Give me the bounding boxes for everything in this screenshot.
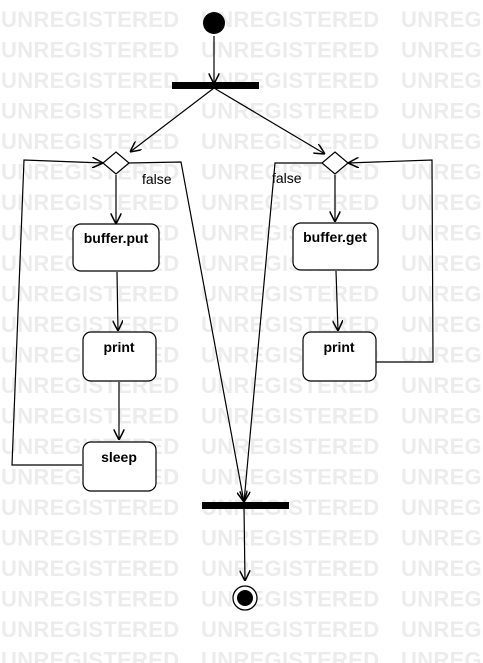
watermark-text: UNREGISTERED bbox=[1, 38, 179, 63]
watermark-text: UNREGISTERED bbox=[401, 7, 483, 32]
watermark-text: UNREGISTERED bbox=[401, 251, 483, 276]
watermark-text: UNREGISTERED bbox=[401, 129, 483, 154]
watermark-text: UNREGISTERED bbox=[401, 495, 483, 520]
watermark-text: UNREGISTERED bbox=[401, 556, 483, 581]
watermark-text: UNREGISTERED bbox=[201, 465, 379, 490]
edge-join-to-final bbox=[244, 506, 245, 581]
left-false-guard: false bbox=[142, 171, 172, 187]
watermark-text: UNREGISTERED bbox=[401, 190, 483, 215]
watermark-text: UNREGISTERED bbox=[401, 38, 483, 63]
initial-node[interactable] bbox=[203, 12, 225, 34]
watermark-text: UNREGISTERED bbox=[201, 434, 379, 459]
fork-bar[interactable] bbox=[172, 82, 259, 89]
watermark-layer: UNREGISTERED UNREGISTERED UNREGISTERED UNRE… bbox=[1, 7, 483, 663]
action-print-left-label: print bbox=[103, 339, 134, 355]
watermark-text: UNREGISTERED bbox=[1, 160, 179, 185]
watermark-text: UNREGISTERED bbox=[1, 617, 179, 642]
action-buffer-get[interactable]: buffer.get bbox=[292, 222, 379, 271]
edge-right-decision-false bbox=[244, 162, 322, 502]
watermark-text: UNREGISTERED bbox=[201, 7, 379, 32]
edge-fork-to-left-decision bbox=[130, 87, 215, 152]
watermark-text: UNREGISTERED bbox=[401, 434, 483, 459]
watermark-text: UNREGISTERED bbox=[1, 129, 179, 154]
watermark-text: UNREGISTERED bbox=[401, 587, 483, 612]
watermark-text: UNREGISTERED bbox=[401, 648, 483, 663]
watermark-text: UNREGISTERED bbox=[201, 99, 379, 124]
watermark-text: UNREGISTERED bbox=[1, 7, 179, 32]
watermark-text: UNREGISTERED bbox=[1, 404, 179, 429]
watermark-text: UNREGISTERED bbox=[401, 465, 483, 490]
edges bbox=[11, 36, 434, 581]
watermark-text: UNREGISTERED bbox=[401, 68, 483, 93]
watermark-text: UNREGISTERED bbox=[401, 617, 483, 642]
watermark-text: UNREGISTERED bbox=[401, 99, 483, 124]
action-print-right-label: print bbox=[323, 339, 354, 355]
watermark-text: UNREGISTERED bbox=[201, 38, 379, 63]
watermark-text: UNREGISTERED bbox=[1, 190, 179, 215]
edge-left-decision-false bbox=[128, 161, 244, 502]
watermark-text: UNREGISTERED bbox=[1, 282, 179, 307]
watermark-text: UNREGISTERED bbox=[201, 404, 379, 429]
watermark-text: UNREGISTERED bbox=[401, 160, 483, 185]
watermark-text: UNREGISTERED bbox=[1, 495, 179, 520]
action-buffer-put[interactable]: buffer.put bbox=[72, 223, 160, 272]
edge-sleep-loop-back bbox=[11, 160, 103, 466]
edge-print-loop-back bbox=[348, 160, 434, 363]
watermark-text: UNREGISTERED bbox=[201, 190, 379, 215]
final-node[interactable] bbox=[232, 585, 258, 611]
action-sleep-label: sleep bbox=[101, 449, 137, 465]
watermark-text: UNREGISTERED bbox=[401, 526, 483, 551]
action-print-left[interactable]: print bbox=[82, 331, 157, 382]
watermark-text: UNREGISTERED bbox=[1, 99, 179, 124]
watermark-text: UNREGISTERED bbox=[201, 556, 379, 581]
watermark-text: UNREGISTERED bbox=[201, 648, 379, 663]
watermark-text: UNREGISTERED bbox=[1, 648, 179, 663]
watermark-text: UNREGISTERED bbox=[201, 68, 379, 93]
watermark-text: UNREGISTERED bbox=[201, 282, 379, 307]
action-print-right[interactable]: print bbox=[302, 331, 377, 382]
watermark-text: UNREGISTERED bbox=[401, 373, 483, 398]
watermark-text: UNREGISTERED bbox=[1, 556, 179, 581]
action-sleep[interactable]: sleep bbox=[82, 441, 157, 492]
action-buffer-put-label: buffer.put bbox=[84, 230, 149, 246]
action-buffer-get-label: buffer.get bbox=[303, 229, 367, 245]
left-decision-node[interactable] bbox=[102, 151, 130, 175]
watermark-text: UNREGISTERED bbox=[201, 526, 379, 551]
right-decision-node[interactable] bbox=[321, 151, 349, 175]
edge-put-to-print bbox=[117, 271, 118, 331]
watermark-text: UNREGISTERED bbox=[401, 343, 483, 368]
watermark-text: UNREGISTERED bbox=[201, 587, 379, 612]
edge-get-to-print bbox=[336, 270, 338, 331]
right-false-guard: false bbox=[272, 170, 302, 186]
edge-fork-to-right-decision bbox=[213, 87, 325, 154]
watermark-text: UNREGISTERED bbox=[201, 617, 379, 642]
watermark-text: UNREGISTERED bbox=[401, 312, 483, 337]
join-bar[interactable] bbox=[202, 502, 289, 509]
watermark-text: UNREGISTERED bbox=[401, 282, 483, 307]
watermark-text: UNREGISTERED bbox=[1, 526, 179, 551]
watermark-text: UNREGISTERED bbox=[1, 68, 179, 93]
watermark-text: UNREGISTERED bbox=[401, 404, 483, 429]
watermark-text: UNREGISTERED bbox=[1, 587, 179, 612]
watermark-text: UNREGISTERED bbox=[401, 221, 483, 246]
